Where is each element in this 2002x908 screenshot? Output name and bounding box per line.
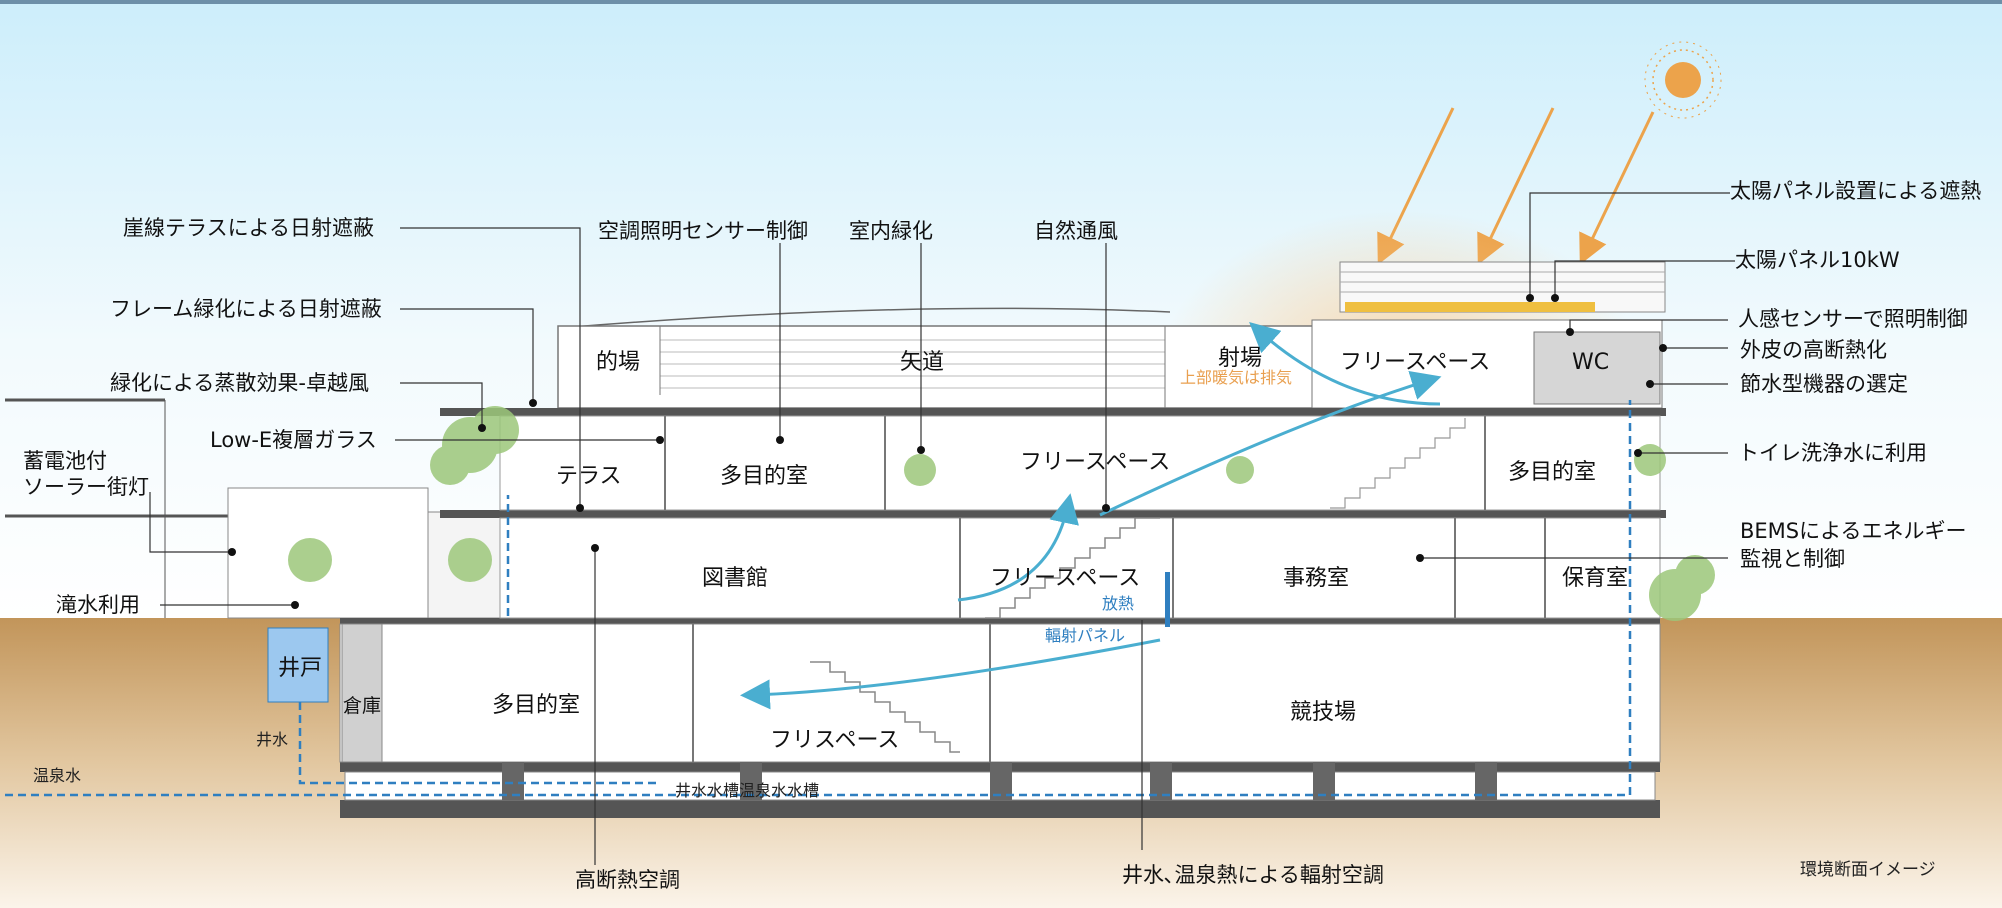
room-wc: WC [1572,350,1610,375]
label-evap-cooling: 緑化による蒸散効果-卓越風 [110,371,369,395]
caption: 環境断面イメージ [1800,860,1936,880]
room-multipurpose-a: 多目的室 [720,464,809,489]
label-water-saving: 節水型機器の選定 [1740,372,1908,396]
note-radiant-panel: 輻射パネル [1045,626,1126,645]
wc-block [1533,331,1661,405]
note-well-water: 井水 [256,730,289,749]
label-natural-vent: 自然通風 [1034,219,1118,243]
note-hot-spring: 温泉水 [33,766,82,785]
room-library: 図書館 [702,566,769,591]
room-nursery: 保育室 [1562,566,1629,591]
note-heat-release: 放熱 [1102,594,1135,613]
room-free-space-roof: フリースペース [1340,350,1491,375]
room-free-space-b1: フリスペース [770,728,900,753]
sun-icon [1665,62,1701,98]
room-arena: 競技場 [1290,700,1357,725]
label-battery-light-1: 蓄電池付 [23,449,107,473]
room-multipurpose-c: 多目的室 [492,693,581,718]
label-solar-shade: 太陽パネル設置による遮熱 [1730,179,1982,203]
label-rainwater: 滝水利用 [56,593,140,617]
room-office: 事務室 [1283,566,1350,591]
room-target: 的場 [596,350,641,375]
note-exhaust: 上部暖気は排気 [1180,368,1293,387]
room-free-space-2f: フリースペース [1020,450,1171,475]
label-bems-2: 監視と制御 [1740,547,1845,571]
label-high-insulation-ac: 高断熱空調 [575,868,680,892]
label-battery-light-2: ソーラー街灯 [23,475,149,499]
label-toilet-water: トイレ洗浄水に利用 [1738,441,1927,465]
label-bems-1: BEMSによるエネルギー [1740,519,1967,543]
room-multipurpose-b: 多目的室 [1508,460,1597,485]
label-solar-10kw: 太陽パネル10kW [1735,248,1900,272]
label-cliff-terrace: 崖線テラスによる日射遮蔽 [123,216,374,240]
room-arrow-path: 矢道 [900,350,945,375]
label-indoor-green: 室内緑化 [849,219,933,243]
room-free-space-1f: フリースペース [990,566,1141,591]
room-well: 井戸 [278,656,323,681]
label-radiant-ac: 井水､温泉熱による輻射空調 [1122,863,1384,887]
room-shooting: 射場 [1218,346,1263,371]
label-hvac-sensor: 空調照明センサー制御 [598,219,808,243]
note-tanks: 井水水槽温泉水水槽 [675,781,820,800]
label-insulation: 外皮の高断熱化 [1740,338,1887,362]
room-terrace: テラス [556,464,622,489]
label-frame-green: フレーム緑化による日射遮蔽 [110,297,382,321]
label-lowe-glass: Low-E複層ガラス [210,428,377,452]
room-storage: 倉庫 [343,695,382,717]
label-motion-sensor: 人感センサーで照明制御 [1738,307,1968,331]
